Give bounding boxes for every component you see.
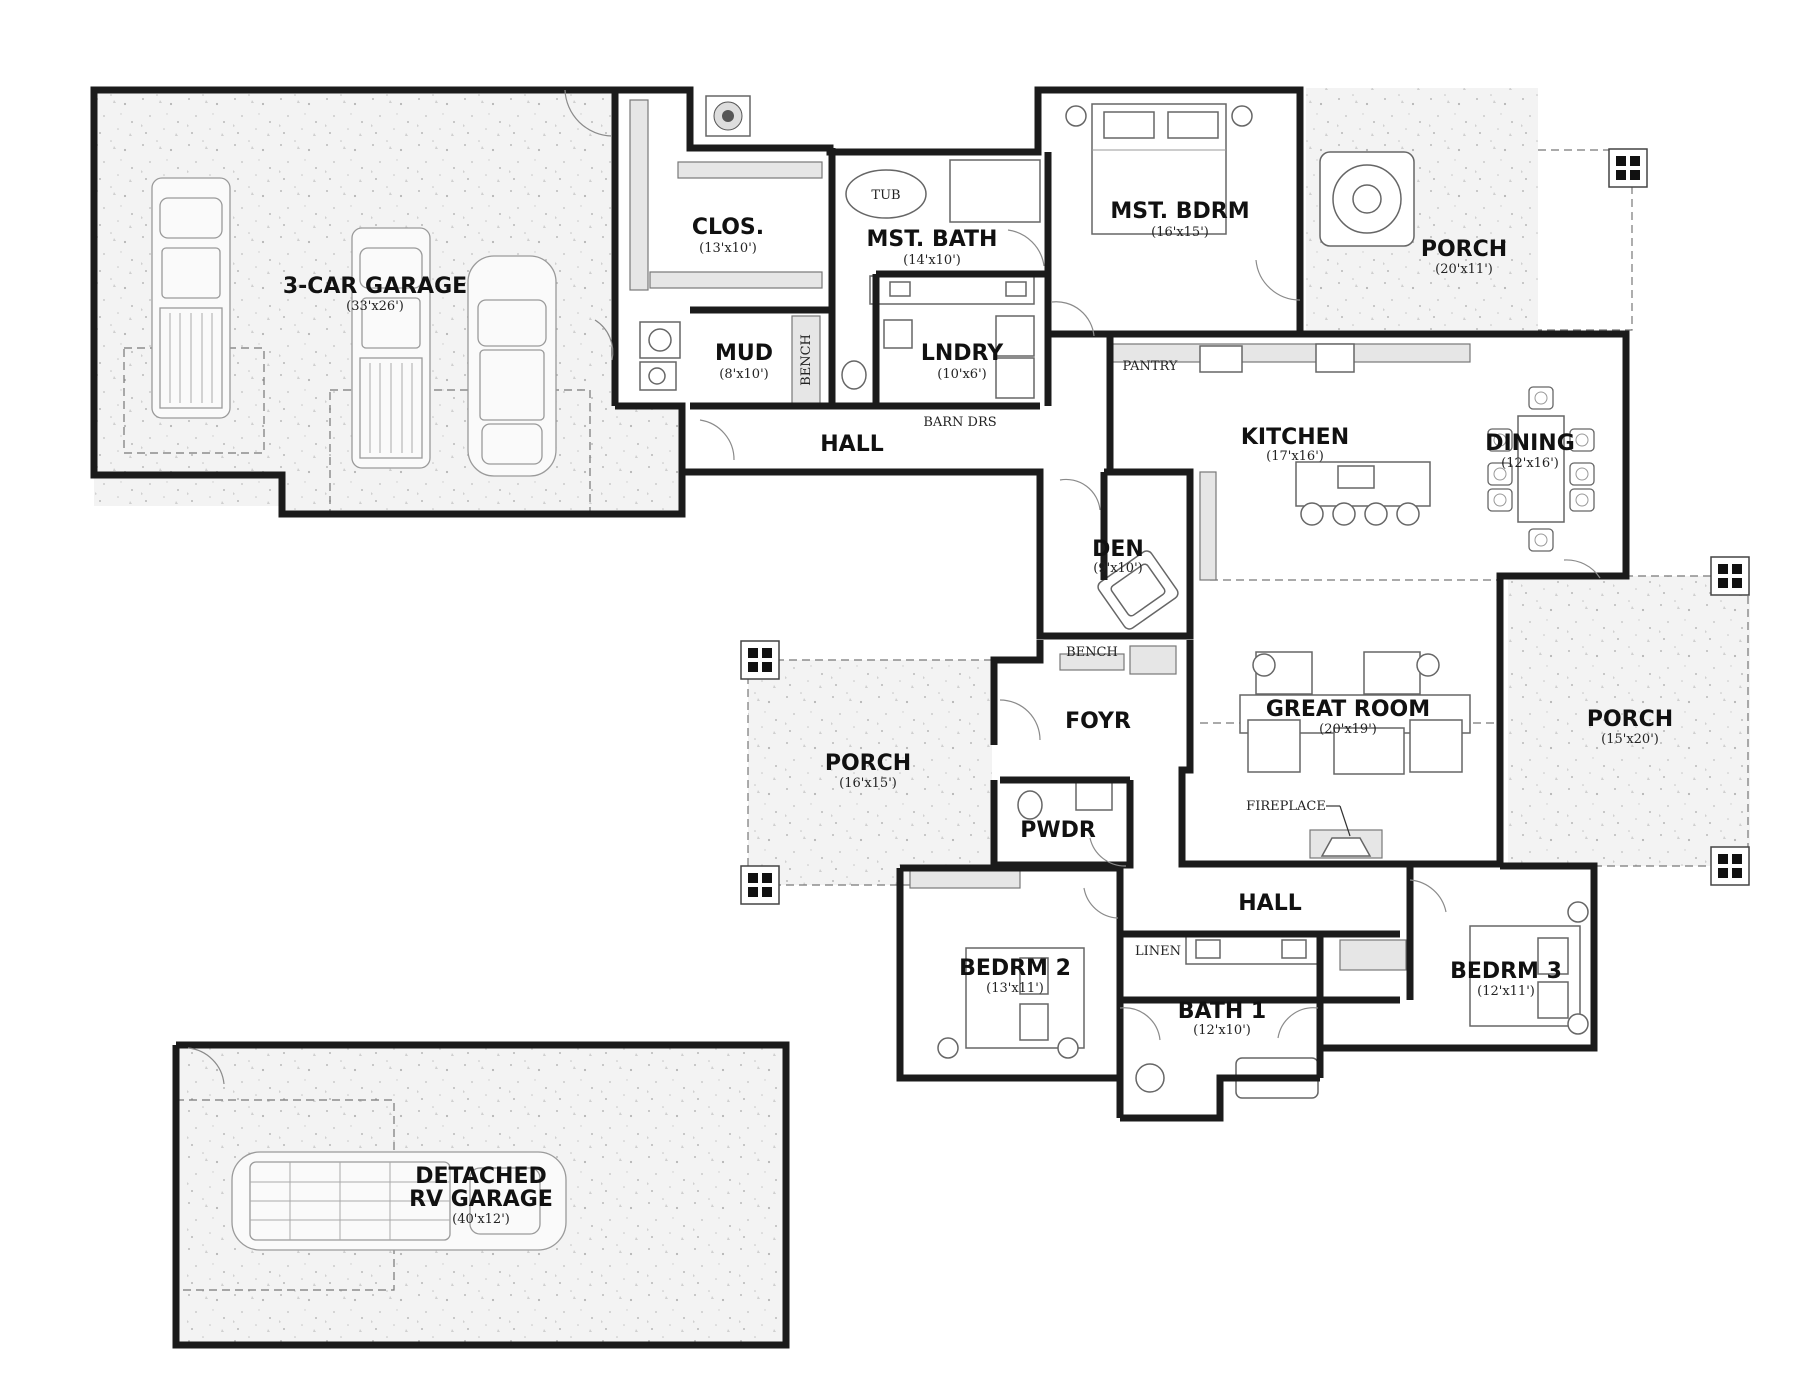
porch-w-dim: (16'x15')	[839, 776, 897, 791]
den-dim: (9'x10')	[1093, 561, 1142, 576]
mud-dim: (8'x10')	[719, 367, 768, 382]
master-bed-icon	[1065, 103, 1253, 235]
dining-table-icon	[1487, 386, 1595, 552]
hall-upper-name: HALL	[820, 432, 883, 457]
closet-dim: (13'x10')	[699, 241, 757, 256]
bedrm2-dim: (13'x11')	[986, 981, 1044, 996]
pwdr-fixtures	[1017, 781, 1113, 820]
den-chair-icon	[1097, 550, 1179, 630]
fireplace-icon	[1309, 829, 1383, 859]
bedrm3-dim: (12'x11')	[1477, 984, 1535, 999]
hall-bath-vanity	[1185, 933, 1319, 965]
foyr-name: FOYR	[1065, 709, 1131, 734]
porch-e-dim: (15'x20')	[1601, 732, 1659, 747]
great-room-furniture	[1239, 651, 1471, 775]
foyr-bench	[1059, 653, 1125, 671]
mst-bath-name: MST. BATH	[867, 227, 998, 252]
truck-2	[351, 227, 431, 469]
bath1-dim: (12'x10')	[1193, 1023, 1251, 1038]
rv-garage-dim: (40'x12')	[452, 1212, 510, 1227]
mst-bath-dim: (14'x10')	[903, 253, 961, 268]
den-name: DEN	[1092, 537, 1144, 562]
dining-name: DINING	[1485, 431, 1575, 456]
post-w-bot	[740, 865, 780, 905]
bedroom2-bed-icon	[909, 867, 1085, 1059]
kitchen-sink-icon	[1337, 465, 1375, 489]
porch-w-floor	[748, 660, 992, 885]
washer-icon	[995, 315, 1035, 357]
fireplace-label: FIREPLACE	[1246, 799, 1326, 814]
dining-dim: (12'x16')	[1501, 456, 1559, 471]
rv-vehicle	[231, 1151, 567, 1251]
porch-ne-dim: (20'x11')	[1435, 262, 1493, 277]
closet-name: CLOS.	[692, 215, 764, 240]
bedroom3-bed-icon	[1339, 901, 1589, 1035]
shower-icon	[949, 159, 1041, 223]
post-e-bot	[1710, 846, 1750, 886]
laundry-fixtures	[639, 315, 1035, 399]
kitchen-dim: (17'x16')	[1266, 449, 1324, 464]
mst-bdrm-name: MST. BDRM	[1110, 199, 1249, 224]
coffee-table	[1333, 727, 1405, 775]
tub-icon	[845, 169, 927, 219]
mud-bench-label: BENCH	[799, 334, 814, 386]
room-labels: 3-CAR GARAGE (33'x26') CLOS. (13'x10') M…	[283, 188, 1673, 1227]
dryer-icon	[995, 357, 1035, 399]
porch-w-name: PORCH	[825, 751, 911, 776]
pwdr-sink-icon	[1075, 781, 1113, 811]
water-heater-icon	[705, 95, 751, 137]
post-ne	[1608, 148, 1648, 188]
post-w-top	[740, 640, 780, 680]
foyr-closet	[1129, 645, 1177, 675]
truck-1	[151, 177, 231, 419]
post-e-top	[1710, 556, 1750, 596]
pwdr-name: PWDR	[1020, 818, 1096, 843]
kitchen-name: KITCHEN	[1241, 425, 1349, 450]
mud-name: MUD	[715, 341, 773, 366]
lndry-dim: (10'x6')	[937, 367, 986, 382]
tub-label: TUB	[871, 188, 900, 203]
mud-bench	[791, 315, 821, 407]
porch-e-floor	[1508, 576, 1750, 866]
walls	[90, 86, 1630, 1349]
porch-ne-name: PORCH	[1421, 237, 1507, 262]
hall-lower-name: HALL	[1238, 891, 1301, 916]
door-swings	[187, 89, 1601, 1085]
great-room-name: GREAT ROOM	[1266, 697, 1430, 722]
bedrm2-name: BEDRM 2	[959, 956, 1071, 981]
bedrm3-name: BEDRM 3	[1450, 959, 1562, 984]
rv-garage-name-2: RV GARAGE	[409, 1187, 553, 1212]
garage-name: 3-CAR GARAGE	[283, 274, 467, 299]
garage-vehicles	[151, 177, 567, 1251]
great-room-dim: (20'x19')	[1319, 722, 1377, 737]
linen-label: LINEN	[1135, 944, 1181, 959]
pantry-label: PANTRY	[1123, 359, 1178, 374]
garage-dim: (33'x26')	[346, 299, 404, 314]
suv	[467, 255, 557, 477]
pwdr-toilet-icon	[1017, 790, 1043, 820]
hot-tub-icon	[1319, 151, 1415, 247]
master-bath-fixtures	[841, 159, 1041, 390]
sink-icon	[883, 319, 913, 349]
barn-drs-label: BARN DRS	[923, 415, 996, 430]
porch-e-name: PORCH	[1587, 707, 1673, 732]
rv-garage-name-1: DETACHED	[415, 1164, 546, 1189]
bath1-name: BATH 1	[1178, 999, 1266, 1024]
foyr-bench-label: BENCH	[1066, 645, 1118, 660]
mst-bdrm-dim: (16'x15')	[1151, 225, 1209, 240]
lndry-name: LNDRY	[921, 341, 1004, 366]
bath1-toilet-icon	[1135, 1063, 1165, 1093]
toilet-icon	[841, 360, 867, 390]
closet-shelves	[629, 99, 823, 291]
